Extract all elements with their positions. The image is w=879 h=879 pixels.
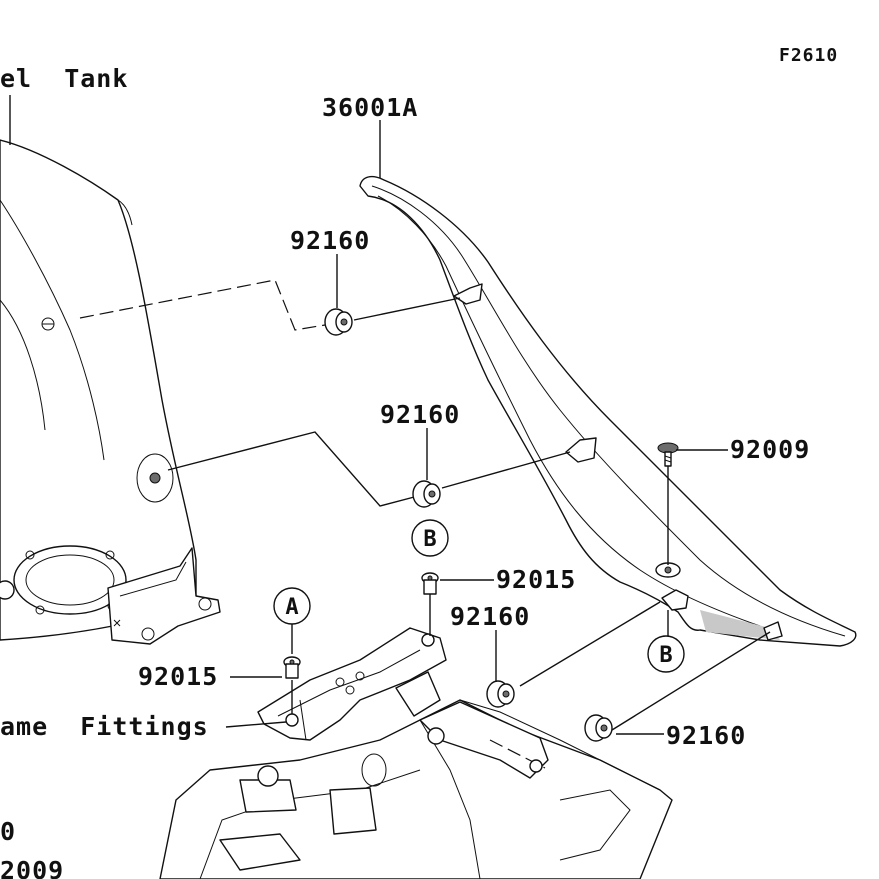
callout-a-label: A — [285, 595, 298, 620]
callout-b-lower: B — [647, 635, 685, 673]
part-92160-lower-mid-label: 92160 — [450, 602, 530, 631]
collar-92015-a — [283, 656, 301, 679]
grommet-92160-upper — [324, 308, 353, 336]
part-92160-lower-right-label: 92160 — [666, 721, 746, 750]
grommet-92160-lower-mid — [486, 680, 515, 708]
frame-drawing — [159, 699, 673, 879]
callout-b-lower-label: B — [659, 643, 672, 668]
grommet-92160-middle — [412, 480, 441, 508]
collar-92015-b — [421, 572, 439, 595]
part-92160-upper-label: 92160 — [290, 226, 370, 255]
fuel-tank-label: el Tank — [0, 64, 128, 93]
part-92015-b-label: 92015 — [496, 565, 576, 594]
callout-b-upper: B — [411, 519, 449, 557]
callout-b-upper-label: B — [423, 527, 436, 552]
figure-code: F2610 — [779, 45, 838, 66]
grommet-92160-lower-right — [584, 714, 613, 742]
frame-fitting-bracket-drawing — [257, 627, 447, 741]
fuel-tank-drawing — [0, 139, 221, 645]
side-cover-36001a-drawing — [359, 175, 857, 647]
part-92009-label: 92009 — [730, 435, 810, 464]
fuel-tank-mount-boss — [41, 317, 55, 331]
screw-92009 — [657, 442, 679, 467]
callout-a: A — [273, 587, 311, 625]
left-partial-label-2: 2009 — [0, 856, 64, 879]
part-92015-a-label: 92015 — [138, 662, 218, 691]
part-92160-middle-label: 92160 — [380, 400, 460, 429]
part-36001a-label: 36001A — [322, 93, 418, 122]
frame-fittings-label: ame Fittings — [0, 712, 209, 741]
left-partial-label-1: 0 — [0, 817, 16, 846]
